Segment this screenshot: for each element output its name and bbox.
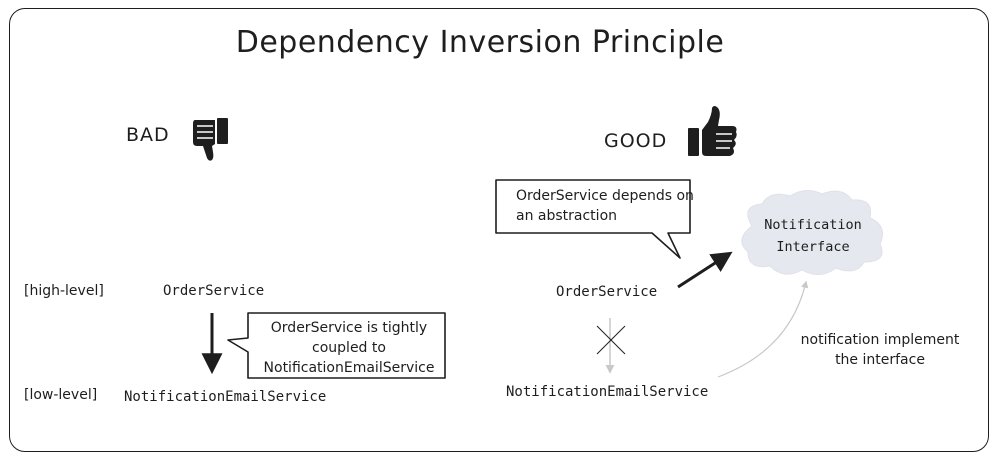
good-label: GOOD bbox=[604, 130, 668, 152]
cross-mark-icon bbox=[596, 325, 626, 355]
thumbs-down-icon bbox=[193, 118, 228, 161]
good-speech-bubble bbox=[495, 179, 691, 259]
notification-interface-label: Notification Interface bbox=[764, 217, 862, 255]
good-notification-email-service: NotificationEmailService bbox=[506, 384, 709, 400]
good-order-service: OrderService bbox=[556, 284, 658, 300]
bad-notification-email-service: NotificationEmailService bbox=[124, 389, 327, 405]
low-level-tag: [low-level] bbox=[24, 387, 98, 403]
page-title: Dependency Inversion Principle bbox=[235, 25, 725, 60]
implements-arrow bbox=[717, 280, 809, 378]
good-bubble-text: OrderService depends on an abstraction bbox=[516, 188, 694, 224]
high-level-tag: [high-level] bbox=[24, 283, 104, 299]
good-dependency-arrow bbox=[677, 251, 733, 289]
bad-speech-bubble bbox=[227, 312, 446, 379]
bad-order-service: OrderService bbox=[163, 283, 265, 299]
notification-interface-cloud bbox=[741, 190, 883, 275]
diagram-frame bbox=[9, 8, 989, 452]
thumbs-up-icon bbox=[688, 106, 737, 156]
implement-note: notification implement the interface bbox=[800, 332, 960, 368]
bad-bubble-text: OrderService is tightly coupled to Notif… bbox=[263, 320, 435, 376]
bad-label: BAD bbox=[126, 124, 170, 146]
